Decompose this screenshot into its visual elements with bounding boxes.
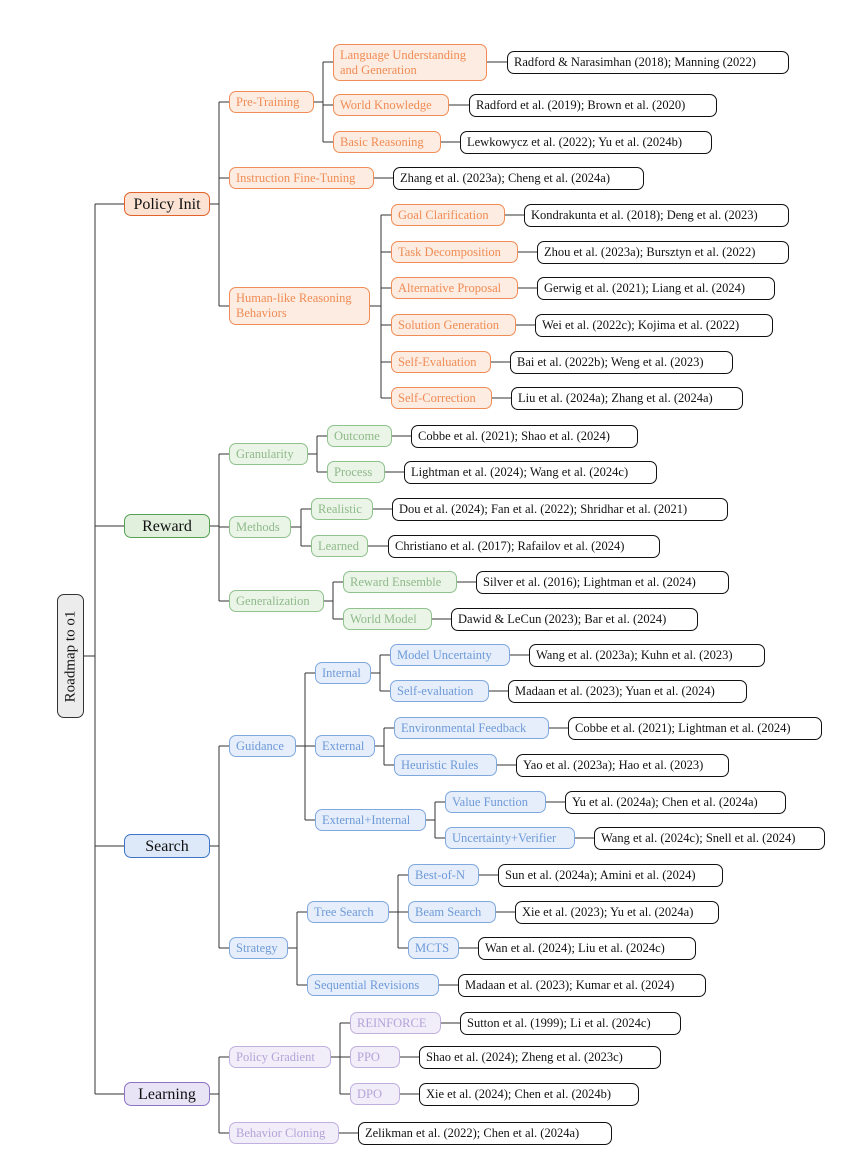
- refs-dpo: Xie et al. (2024); Chen et al. (2024b): [419, 1083, 639, 1106]
- node-self-evaluation: Self-Evaluation: [391, 351, 491, 373]
- node-tree-search: Tree Search: [307, 901, 389, 923]
- node-model-uncertainty: Model Uncertainty: [390, 644, 510, 666]
- node-external: External: [315, 735, 375, 757]
- refs-best-of-n: Sun et al. (2024a); Amini et al. (2024): [498, 864, 723, 887]
- branch-policy-init: Policy Init: [124, 192, 210, 216]
- refs-task-decomposition: Zhou et al. (2023a); Bursztyn et al. (20…: [537, 241, 789, 264]
- refs-learned: Christiano et al. (2017); Rafailov et al…: [388, 535, 660, 558]
- refs-sequential-revisions: Madaan et al. (2023); Kumar et al. (2024…: [458, 974, 706, 997]
- node-outcome: Outcome: [327, 425, 392, 447]
- node-world-model: World Model: [343, 608, 432, 630]
- node-world-knowledge: World Knowledge: [333, 94, 449, 116]
- branch-reward: Reward: [124, 514, 210, 538]
- node-basic-reasoning: Basic Reasoning: [333, 131, 441, 153]
- node-process: Process: [327, 461, 385, 483]
- node-methods: Methods: [229, 516, 291, 538]
- refs-basic-reasoning: Lewkowycz et al. (2022); Yu et al. (2024…: [460, 131, 712, 154]
- node-language-understanding: Language Understanding and Generation: [333, 44, 487, 81]
- node-external-internal: External+Internal: [315, 809, 426, 831]
- node-mcts: MCTS: [408, 937, 459, 959]
- node-pre-training: Pre-Training: [229, 91, 314, 113]
- node-human-like-reasoning: Human-like Reasoning Behaviors: [229, 287, 370, 325]
- refs-reinforce: Sutton et al. (1999); Li et al. (2024c): [460, 1012, 681, 1035]
- node-solution-generation: Solution Generation: [391, 314, 516, 336]
- node-policy-gradient: Policy Gradient: [229, 1046, 331, 1068]
- node-value-function: Value Function: [445, 791, 546, 813]
- refs-uncertainty-verifier: Wang et al. (2024c); Snell et al. (2024): [594, 827, 825, 850]
- node-best-of-n: Best-of-N: [408, 864, 479, 886]
- refs-environmental-feedback: Cobbe et al. (2021); Lightman et al. (20…: [568, 717, 822, 740]
- node-task-decomposition: Task Decomposition: [391, 241, 518, 263]
- node-dpo: DPO: [350, 1083, 400, 1105]
- node-alternative-proposal: Alternative Proposal: [391, 277, 518, 299]
- refs-world-knowledge: Radford et al. (2019); Brown et al. (202…: [469, 94, 717, 117]
- node-internal: Internal: [315, 662, 371, 684]
- branch-learning: Learning: [124, 1082, 210, 1106]
- node-heuristic-rules: Heuristic Rules: [394, 754, 497, 776]
- refs-process: Lightman et al. (2024); Wang et al. (202…: [404, 461, 657, 484]
- refs-behavior-cloning: Zelikman et al. (2022); Chen et al. (202…: [358, 1122, 612, 1145]
- refs-ppo: Shao et al. (2024); Zheng et al. (2023c): [419, 1046, 661, 1069]
- node-self-evaluation-search: Self-evaluation: [390, 680, 489, 702]
- refs-solution-generation: Wei et al. (2022c); Kojima et al. (2022): [535, 314, 773, 337]
- refs-world-model: Dawid & LeCun (2023); Bar et al. (2024): [451, 608, 698, 631]
- refs-realistic: Dou et al. (2024); Fan et al. (2022); Sh…: [392, 498, 728, 521]
- root-label: Roadmap to o1: [62, 610, 78, 702]
- refs-instruction-fine-tuning: Zhang et al. (2023a); Cheng et al. (2024…: [393, 167, 644, 190]
- refs-self-correction: Liu et al. (2024a); Zhang et al. (2024a): [511, 387, 743, 410]
- node-realistic: Realistic: [311, 498, 373, 520]
- node-instruction-fine-tuning: Instruction Fine-Tuning: [229, 167, 374, 189]
- refs-language-understanding: Radford & Narasimhan (2018); Manning (20…: [507, 51, 789, 74]
- node-granularity: Granularity: [229, 443, 308, 465]
- refs-self-evaluation: Bai et al. (2022b); Weng et al. (2023): [510, 351, 733, 374]
- node-beam-search: Beam Search: [408, 901, 496, 923]
- node-learned: Learned: [311, 535, 368, 557]
- refs-outcome: Cobbe et al. (2021); Shao et al. (2024): [411, 425, 638, 448]
- refs-model-uncertainty: Wang et al. (2023a); Kuhn et al. (2023): [529, 644, 765, 667]
- node-sequential-revisions: Sequential Revisions: [307, 974, 439, 996]
- node-ppo: PPO: [350, 1046, 400, 1068]
- node-environmental-feedback: Environmental Feedback: [394, 717, 549, 739]
- node-goal-clarification: Goal Clarification: [391, 204, 505, 226]
- refs-heuristic-rules: Yao et al. (2023a); Hao et al. (2023): [516, 754, 729, 777]
- refs-beam-search: Xie et al. (2023); Yu et al. (2024a): [515, 901, 719, 924]
- root-node: Roadmap to o1: [57, 594, 84, 718]
- node-reinforce: REINFORCE: [350, 1012, 441, 1034]
- refs-alternative-proposal: Gerwig et al. (2021); Liang et al. (2024…: [537, 277, 775, 300]
- node-guidance: Guidance: [229, 735, 296, 757]
- node-generalization: Generalization: [229, 590, 324, 612]
- node-reward-ensemble: Reward Ensemble: [343, 571, 457, 593]
- node-behavior-cloning: Behavior Cloning: [229, 1122, 339, 1144]
- refs-mcts: Wan et al. (2024); Liu et al. (2024c): [478, 937, 696, 960]
- refs-goal-clarification: Kondrakunta et al. (2018); Deng et al. (…: [524, 204, 789, 227]
- refs-value-function: Yu et al. (2024a); Chen et al. (2024a): [565, 791, 786, 814]
- node-uncertainty-verifier: Uncertainty+Verifier: [445, 827, 575, 849]
- node-strategy: Strategy: [229, 937, 288, 959]
- branch-search: Search: [124, 834, 210, 858]
- refs-self-evaluation-search: Madaan et al. (2023); Yuan et al. (2024): [508, 680, 747, 703]
- node-self-correction: Self-Correction: [391, 387, 492, 409]
- refs-reward-ensemble: Silver et al. (2016); Lightman et al. (2…: [476, 571, 729, 594]
